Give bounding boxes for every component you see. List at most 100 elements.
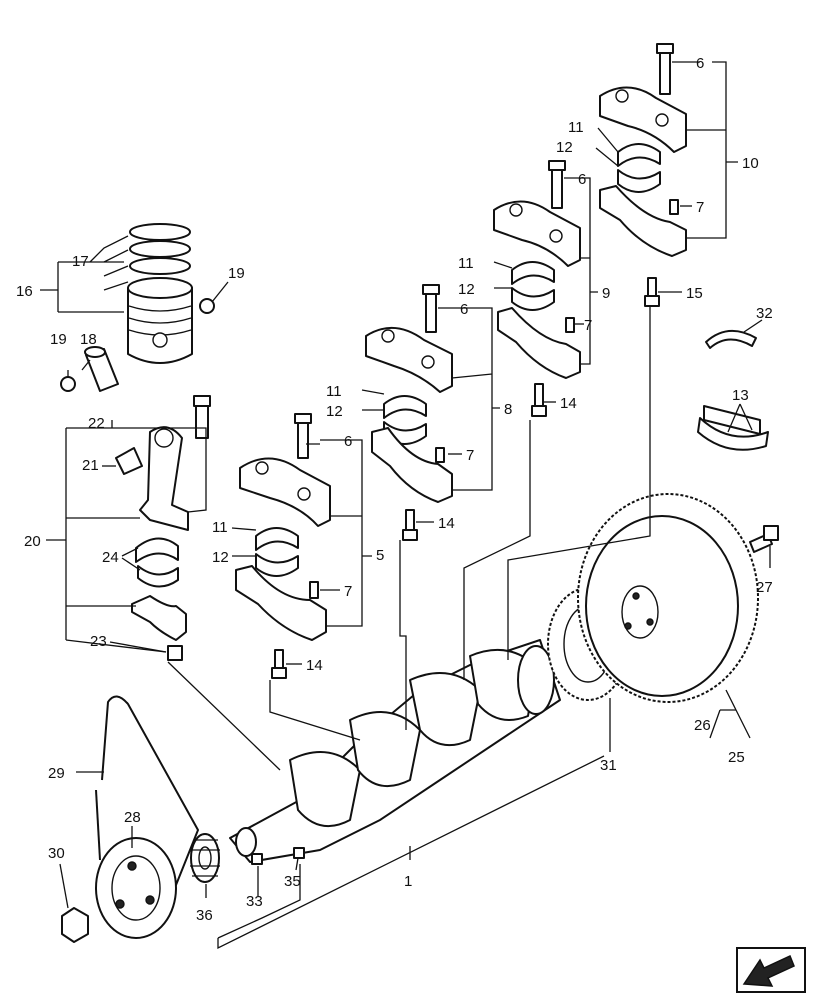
crankshaft	[229, 639, 561, 863]
piston-pin-bore	[152, 332, 168, 348]
label-24: 24	[102, 549, 119, 566]
main-bearing-cap-lower-8	[371, 427, 453, 503]
label-25: 25	[728, 749, 745, 766]
label-26: 26	[694, 717, 711, 734]
label-8: 8	[504, 401, 512, 418]
label-22: 22	[88, 415, 105, 432]
label-19-left: 19	[50, 331, 67, 348]
flywheel	[577, 493, 759, 703]
label-20: 20	[24, 533, 41, 550]
label-14-set5: 14	[306, 657, 323, 674]
label-19-right: 19	[228, 265, 245, 282]
rod-nut	[167, 645, 183, 661]
label-30: 30	[48, 845, 65, 862]
connecting-rod	[139, 395, 211, 531]
label-6-set5: 6	[344, 433, 352, 450]
crank-flange	[517, 645, 555, 715]
small-end-bushing	[115, 447, 143, 475]
flywheel-bolt	[749, 525, 779, 553]
label-14-set9: 14	[560, 395, 577, 412]
main-bearing-cap-lower-5	[235, 565, 327, 641]
label-13: 13	[732, 387, 749, 404]
piston-ring-3	[129, 257, 191, 275]
rod-bearing-lower	[137, 565, 179, 588]
label-17: 17	[72, 253, 89, 270]
arrow-down-left-icon[interactable]	[742, 954, 795, 987]
label-1: 1	[404, 873, 412, 890]
main-bolt-9	[551, 165, 563, 209]
drive-belt-lower	[95, 789, 101, 861]
label-16: 16	[16, 283, 33, 300]
main-bolt-8	[425, 289, 437, 333]
main-bearing-cap-upper-8	[365, 326, 453, 393]
label-11-set8: 11	[326, 383, 342, 400]
crank-pulley	[95, 837, 177, 939]
label-21: 21	[82, 457, 99, 474]
main-bearing-cap-upper-10	[599, 86, 687, 153]
label-14-set8: 14	[438, 515, 455, 532]
main-bearing-cap-lower-9	[497, 307, 581, 379]
thrust-washer-13-a	[697, 417, 769, 451]
main-bearing-cap-lower-10	[599, 185, 687, 257]
label-23: 23	[90, 633, 107, 650]
main-bearing-shell-lower-10	[617, 169, 661, 193]
main-bearing-shell-upper-5	[255, 527, 299, 551]
crank-key	[251, 853, 263, 865]
dowel-pin-8	[435, 447, 445, 463]
crank-gear	[190, 833, 220, 883]
label-35: 35	[284, 873, 301, 890]
rod-bearing-upper	[135, 537, 179, 563]
main-bearing-cap-upper-5	[239, 457, 331, 527]
label-28: 28	[124, 809, 141, 826]
piston-top	[127, 277, 193, 299]
piston-ring-1	[129, 223, 191, 241]
crank-nose	[235, 827, 257, 857]
piston-ring-2	[129, 240, 191, 258]
label-29: 29	[48, 765, 65, 782]
label-36: 36	[196, 907, 213, 924]
part-labels: 16 17 18 19 19 20 21 22 23 24 6 11 12 5 …	[16, 55, 773, 924]
thrust-washer-13-b	[703, 405, 761, 435]
label-7-set10: 7	[696, 199, 704, 216]
rod-cap	[131, 595, 187, 641]
label-7-set9: 7	[584, 317, 592, 334]
label-11-set10: 11	[568, 119, 584, 136]
label-7-set5: 7	[344, 583, 352, 600]
label-27: 27	[756, 579, 773, 596]
label-18: 18	[80, 331, 97, 348]
navigation-box[interactable]	[736, 947, 806, 993]
piston	[127, 223, 193, 364]
label-12-set8: 12	[326, 403, 343, 420]
main-bearing-shell-upper-8	[383, 395, 427, 419]
dowel-pin-5	[309, 581, 319, 599]
leader-lines	[40, 61, 771, 950]
label-10: 10	[742, 155, 759, 172]
label-32: 32	[756, 305, 773, 322]
label-7-set8: 7	[466, 447, 474, 464]
snap-ring-right	[199, 298, 215, 314]
piston-pin	[84, 346, 119, 392]
label-6-set9: 6	[578, 171, 586, 188]
main-bearing-shell-upper-10	[617, 143, 661, 167]
label-12-set9: 12	[458, 281, 475, 298]
piston-body	[127, 287, 193, 364]
label-11-set5: 11	[212, 519, 228, 536]
main-bearing-shell-lower-9	[511, 287, 555, 311]
label-12-set10: 12	[556, 139, 573, 156]
main-bearing-shell-lower-5	[255, 553, 299, 577]
main-bolt-10	[659, 49, 671, 95]
thrust-washer-32	[705, 330, 757, 349]
pulley-nut	[61, 907, 89, 943]
label-33: 33	[246, 893, 263, 910]
label-12-set5: 12	[212, 549, 229, 566]
dowel-pin-9	[565, 317, 575, 333]
label-11-set9: 11	[458, 255, 474, 272]
main-bearing-shell-upper-9	[511, 261, 555, 285]
drive-belt	[101, 695, 199, 901]
label-5: 5	[376, 547, 384, 564]
label-15: 15	[686, 285, 703, 302]
main-bearing-cap-upper-9	[493, 200, 581, 267]
label-6-set8: 6	[460, 301, 468, 318]
